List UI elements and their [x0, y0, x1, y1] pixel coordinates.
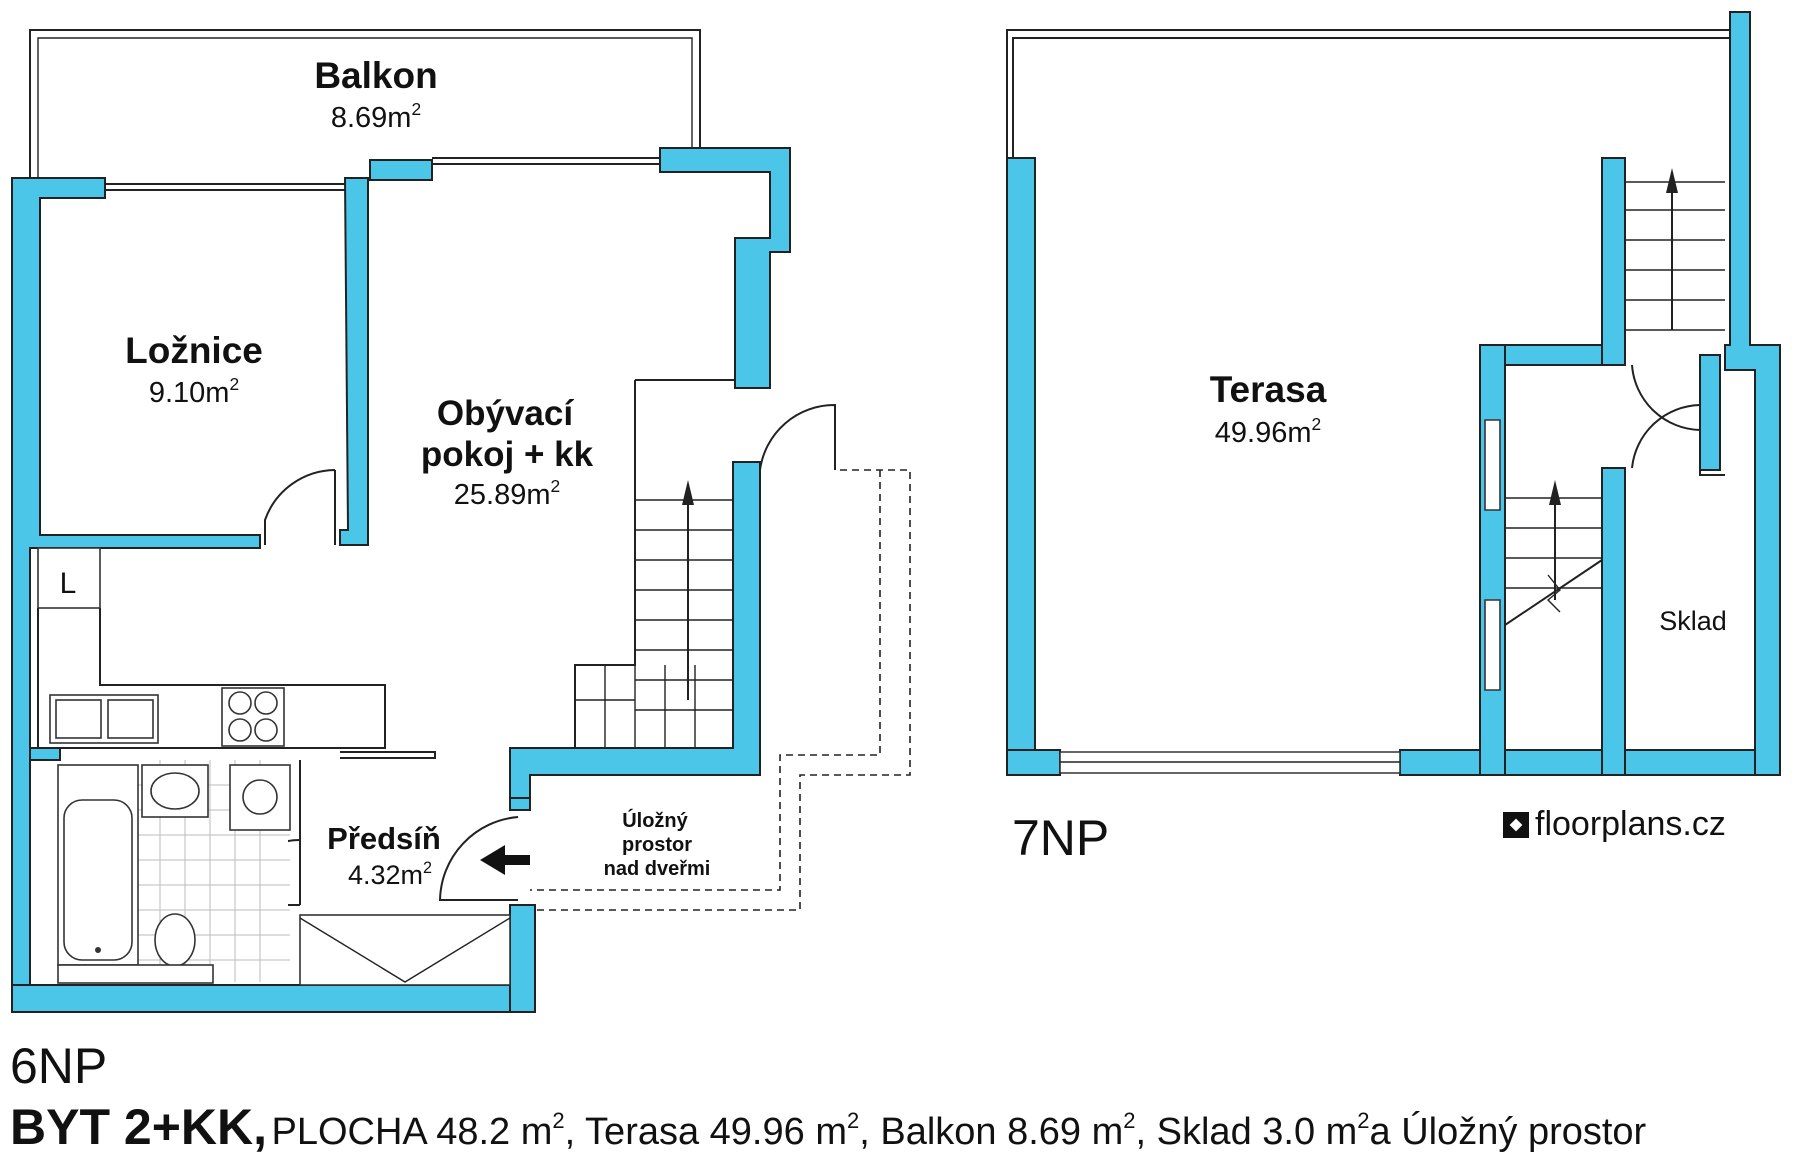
- room-area-balkon: 8.69m2: [331, 99, 421, 134]
- apartment-summary: BYT 2+KK, PLOCHA 48.2 m2, Terasa 49.96 m…: [10, 1102, 1646, 1152]
- kitchen-counter: L: [37, 547, 436, 759]
- room-area-obyvaci: 25.89m2: [454, 476, 560, 511]
- room-name-obyvaci-line2: pokoj + kk: [421, 435, 594, 474]
- floor-label-7np: 7NP: [1012, 810, 1109, 866]
- summary-plocha: PLOCHA 48.2 m2: [271, 1108, 565, 1153]
- terrace-wall-bottom: [1006, 749, 1061, 776]
- entrance-arrow-icon: [480, 845, 530, 875]
- balcony-railing: [29, 29, 701, 180]
- room-name-balkon: Balkon: [314, 55, 437, 96]
- floorplans-logo-icon: [1503, 812, 1529, 838]
- room-name-loznice: Ložnice: [125, 330, 263, 371]
- terrace-railing: [1006, 29, 1740, 158]
- sklad-wall: [1601, 467, 1626, 776]
- floor-7-plan: [1006, 11, 1781, 776]
- storage-outline: [530, 469, 911, 911]
- upper-door[interactable]: [759, 403, 836, 471]
- wall-bottom: [11, 984, 536, 1013]
- room-area-predsin: 4.32m2: [348, 859, 432, 890]
- stair-door[interactable]: [1631, 364, 1701, 431]
- summary-balkon: , Balkon 8.69 m2: [859, 1108, 1136, 1153]
- entry-door[interactable]: [438, 816, 519, 901]
- bathroom: [57, 760, 301, 984]
- room-area-loznice: 9.10m2: [149, 374, 239, 409]
- wall-bath-top: [29, 747, 61, 761]
- floor-6-plan: L: [11, 29, 911, 1013]
- room-name-obyvaci-line1: Obývací: [437, 394, 574, 433]
- fridge-label: L: [60, 567, 77, 600]
- wall-entry-right: [509, 904, 536, 1013]
- terrace-wall-left: [1006, 157, 1036, 776]
- brand-name: floorplans.cz: [1535, 805, 1726, 843]
- storage-note-line2: prostor: [622, 834, 692, 856]
- room-area-terasa: 49.96m2: [1215, 414, 1321, 449]
- sklad-door[interactable]: [1631, 404, 1701, 469]
- summary-sklad: , Sklad 3.0 m2: [1135, 1108, 1370, 1153]
- summary-terasa: , Terasa 49.96 m2: [564, 1108, 860, 1153]
- stair-wall-left: [1601, 157, 1626, 366]
- staircase-6np: [574, 379, 735, 748]
- staircase-7np-upper: [1625, 168, 1725, 331]
- stair-wall-right: [1724, 11, 1781, 776]
- bedroom-door[interactable]: [264, 469, 336, 545]
- room-name-sklad: Sklad: [1659, 606, 1727, 636]
- storage-note-line3: nad dveřmi: [604, 858, 711, 880]
- wall-bedroom-right: [339, 159, 433, 546]
- room-name-predsin: Předsíň: [327, 821, 441, 856]
- summary-title: BYT 2+KK,: [10, 1099, 268, 1155]
- wardrobe: [299, 914, 511, 986]
- room-name-terasa: Terasa: [1210, 369, 1327, 410]
- storage-note-line1: Úložný: [622, 808, 688, 832]
- summary-tail: a Úložný prostor: [1369, 1111, 1647, 1153]
- staircase-7np-lower: [1504, 480, 1603, 626]
- brand-logo: floorplans.cz: [1503, 805, 1726, 844]
- wall-living-top: [659, 147, 791, 389]
- floor-label-6np: 6NP: [10, 1038, 107, 1094]
